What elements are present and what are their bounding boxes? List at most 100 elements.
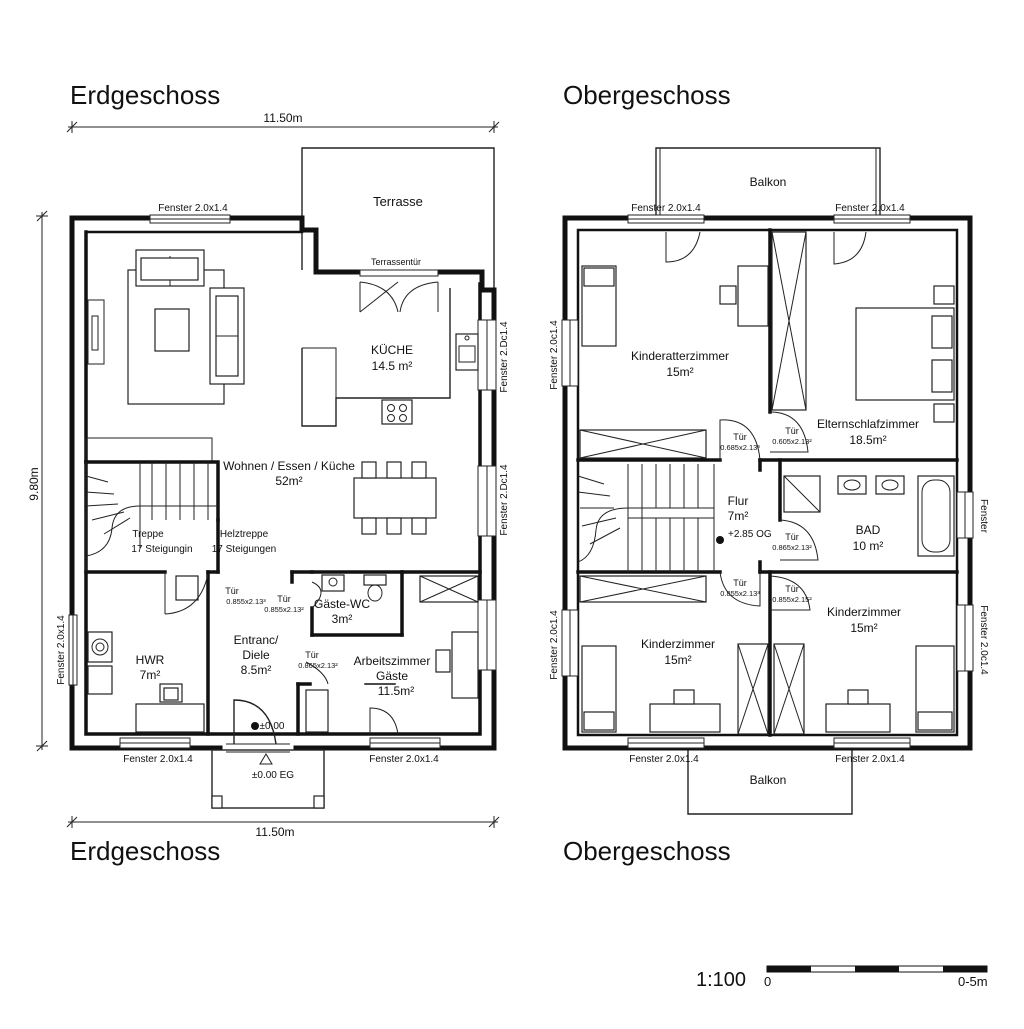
stair-label: Treppe xyxy=(132,529,164,540)
stair2-steps-label: 17 Steigungen xyxy=(212,544,277,555)
uf-door5-label: Tür xyxy=(785,584,799,594)
kitchen-furniture: KÜCHE 14.5 m² xyxy=(301,288,479,427)
entrance-name1: Entranc/ xyxy=(234,633,279,647)
ground-floor-dimensions: 11.50m 11.50m 9.80m xyxy=(27,111,500,839)
terrace-door xyxy=(359,269,439,313)
office-name2: Gäste xyxy=(376,669,408,683)
guest-wc xyxy=(311,574,387,609)
hwr-area: 7m² xyxy=(140,668,161,682)
upper-floor-title-bottom: Obergeschoss xyxy=(563,836,731,866)
terrace-door-label: Terrassentür xyxy=(371,257,421,267)
hall-level: +2.85 OG xyxy=(728,529,772,540)
entry-level-label: ±0.00 EG xyxy=(252,770,294,781)
parents-room-furniture xyxy=(771,231,955,423)
dining-table xyxy=(353,461,437,535)
uf-door1-label: Tür xyxy=(733,432,747,442)
ground-floor-staircase xyxy=(84,437,220,572)
gf-window-right-upper-label: Fenster 2.Dc1.4 xyxy=(499,321,510,393)
bath-area: 10 m² xyxy=(853,539,884,553)
kitchen-name: KÜCHE xyxy=(371,343,413,357)
entrance-door-size: 0.855x2.13² xyxy=(264,605,304,614)
kid2-name: Kinderzimmer xyxy=(641,637,715,651)
kid2-area: 15m² xyxy=(664,653,691,667)
level-marker: ±0.00 xyxy=(260,721,285,732)
stair2-label: Helztreppe xyxy=(220,529,269,540)
entrance-door-label: Tür xyxy=(277,594,291,604)
uf-door2-size: 0.605x2.13² xyxy=(772,437,812,446)
kid1-name: Kinderatterzimmer xyxy=(631,349,729,363)
upper-balconies xyxy=(655,147,881,815)
office-furniture xyxy=(305,575,479,735)
uf-door3-size: 0.865x2.13² xyxy=(772,543,812,552)
main-entrance xyxy=(211,699,325,809)
bath-name: BAD xyxy=(856,523,881,537)
upper-floor-walls xyxy=(562,215,973,751)
uf-window-bottom-right-label: Fenster 2.0x1.4 xyxy=(835,754,905,765)
uf-window-left-upper-label: Fenster 2.0c1.4 xyxy=(549,320,560,390)
hwr-name: HWR xyxy=(136,653,165,667)
wc-name: Gäste-WC xyxy=(314,597,370,611)
gf-window-right-lower-label: Fenster 2.Dc1.4 xyxy=(499,464,510,536)
gf-window-left-label: Fenster 2.0x1.4 xyxy=(56,615,67,685)
parents-area: 18.5m² xyxy=(849,433,886,447)
uf-window-bottom-left-label: Fenster 2.0x1.4 xyxy=(629,754,699,765)
uf-door5-size: 0.855x2.15² xyxy=(772,595,812,604)
kid1-area: 15m² xyxy=(666,365,693,379)
hall-name: Flur xyxy=(728,494,749,508)
living-room-area: 52m² xyxy=(275,474,302,488)
parents-name: Elternschlafzimmer xyxy=(817,417,919,431)
kitchen-area: 14.5 m² xyxy=(372,359,413,373)
hall-level-marker-icon xyxy=(716,536,724,544)
uf-door4-size: 0.855x2.13³ xyxy=(720,589,760,598)
uf-window-right-lower-label: Fenster 2.0c1.4 xyxy=(978,605,989,675)
gf-window-bottom-left-label: Fenster 2.0x1.4 xyxy=(123,754,193,765)
upper-floor-title-top: Obergeschoss xyxy=(563,80,731,110)
office-door-size: 0.865x2.13² xyxy=(298,661,338,670)
kid-room-3-furniture xyxy=(825,645,955,733)
uf-door1-size: 0.685x2.13³ xyxy=(720,443,760,452)
hall-area: 7m² xyxy=(728,509,749,523)
ground-floor-windows xyxy=(68,214,497,749)
entrance-area: 8.5m² xyxy=(241,663,272,677)
uf-door2-label: Tür xyxy=(785,426,799,436)
ground-floor-title-bottom: Erdgeschoss xyxy=(70,836,220,866)
upper-floor-staircase xyxy=(577,464,715,603)
living-room-furniture xyxy=(127,249,245,405)
scale-end: 0-5m xyxy=(958,974,988,989)
uf-window-top-right-label: Fenster 2.0x1.4 xyxy=(835,203,905,214)
stair-steps-label: 17 Steigungin xyxy=(131,544,192,555)
office-door-label: Tür xyxy=(305,650,319,660)
wc-area: 3m² xyxy=(332,612,353,626)
scale-bar xyxy=(766,965,988,973)
ground-dim-width-bottom: 11.50m xyxy=(255,825,294,839)
hwr-door-label: Tür xyxy=(225,586,239,596)
living-room-name: Wohnen / Essen / Küche xyxy=(223,459,355,473)
scale-ratio: 1:100 xyxy=(696,969,746,991)
upper-floor-windows xyxy=(561,214,974,749)
ground-dim-height: 9.80m xyxy=(27,467,41,500)
utility-room xyxy=(87,572,209,733)
balcony-top-label: Balkon xyxy=(750,175,787,189)
kid3-area: 15m² xyxy=(850,621,877,635)
office-name1: Arbeitszimmer xyxy=(354,654,431,668)
bathroom-furniture xyxy=(783,475,955,557)
uf-window-top-left-label: Fenster 2.0x1.4 xyxy=(631,203,701,214)
kid3-name: Kinderzimmer xyxy=(827,605,901,619)
terrace-area: Terrasse Terrassentür xyxy=(301,147,495,290)
ground-dim-width-top: 11.50m xyxy=(263,111,302,125)
hwr-door-size: 0.855x2.13³ xyxy=(226,597,266,606)
uf-door3-label: Tür xyxy=(785,532,799,542)
uf-window-left-lower-label: Fenster 2.0c1.4 xyxy=(549,610,560,680)
kid-room-1-furniture xyxy=(579,231,769,459)
entrance-name2: Diele xyxy=(242,648,270,662)
balcony-bottom-label: Balkon xyxy=(750,773,787,787)
terrace-label: Terrasse xyxy=(373,194,423,209)
hall-doors xyxy=(719,411,819,611)
gf-window-top-label: Fenster 2.0x1.4 xyxy=(158,203,228,214)
ground-floor-title-top: Erdgeschoss xyxy=(70,80,220,110)
uf-door4-label: Tür xyxy=(733,578,747,588)
office-area: 11.5m² xyxy=(378,684,414,698)
gf-window-bottom-right-label: Fenster 2.0x1.4 xyxy=(369,754,439,765)
